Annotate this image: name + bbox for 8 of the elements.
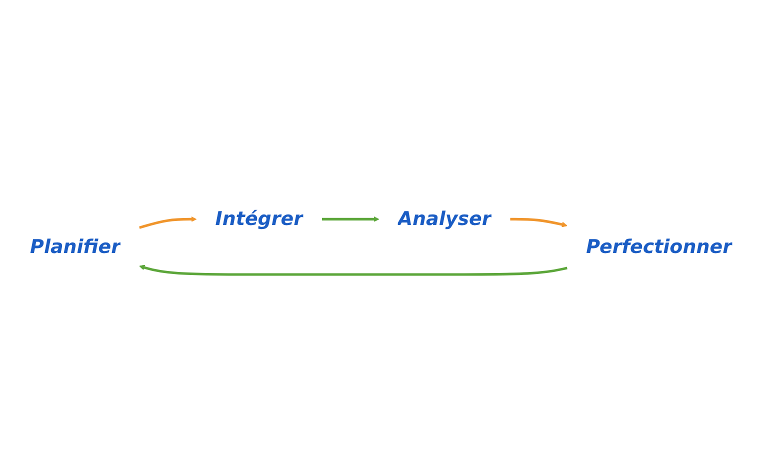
arrow <box>139 216 197 228</box>
arrow <box>510 217 568 227</box>
node-text: Intégrer <box>215 208 303 230</box>
node-text: Planifier <box>30 235 120 258</box>
node-text: Analyser <box>398 208 492 230</box>
node-text: Perfectionner <box>586 235 732 258</box>
arrow <box>322 216 380 222</box>
arrow <box>139 264 568 276</box>
